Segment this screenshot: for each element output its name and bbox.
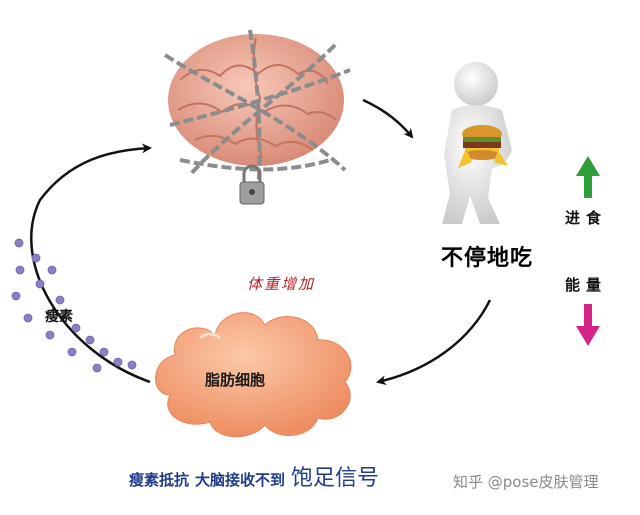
label-fat-cells: 脂肪细胞 — [205, 371, 266, 389]
fat-cell-cloud-icon — [155, 312, 352, 438]
label-continuous-eating: 不停地吃 — [441, 246, 534, 271]
caption-brain-not-receive: 大脑接收不到 — [195, 471, 286, 489]
chained-brain-icon — [163, 29, 351, 205]
label-leptin: 瘦素 — [45, 309, 73, 325]
label-energy: 能量 — [565, 276, 608, 294]
arrow-brain-to-person — [362, 98, 414, 139]
person-eating-burger-icon — [442, 62, 512, 224]
label-weight-gain: 体重增加 — [247, 275, 316, 293]
arrow-person-to-fat — [376, 299, 492, 386]
arrow-fat-to-brain — [30, 143, 152, 384]
caption: 瘦素抵抗大脑接收不到饱足信号 — [129, 460, 379, 492]
caption-satiety-signal: 饱足信号 — [291, 466, 380, 491]
green-up-arrow-icon — [576, 156, 600, 198]
leptin-dots — [11, 238, 137, 373]
caption-leptin-resistance: 瘦素抵抗 — [129, 471, 190, 489]
label-food-intake: 进食 — [565, 209, 608, 227]
pink-down-arrow-icon — [576, 304, 600, 346]
watermark: 知乎 @pose皮肤管理 — [453, 473, 599, 491]
